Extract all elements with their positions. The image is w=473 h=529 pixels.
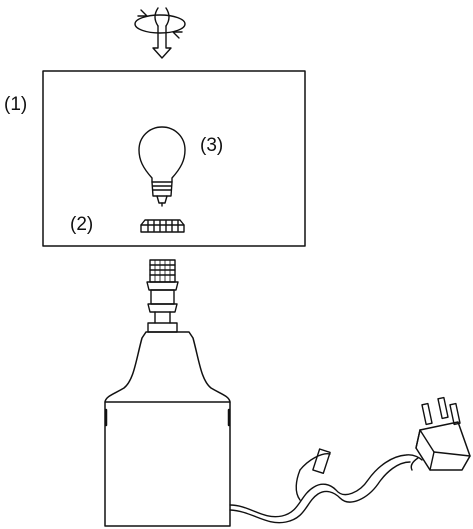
down-arrow-icon — [152, 25, 172, 59]
plug — [410, 396, 471, 471]
lamp-body — [104, 331, 231, 527]
power-cord — [229, 453, 423, 524]
cord-switch — [312, 448, 331, 475]
bulb — [138, 126, 186, 207]
lamp-socket — [146, 259, 179, 333]
label-ring: (2) — [70, 214, 94, 235]
label-bulb: (3) — [200, 135, 224, 156]
lamp-shade — [42, 70, 306, 247]
rotate-arrow-icon — [134, 7, 186, 39]
shade-ring — [140, 219, 185, 233]
label-shade: (1) — [4, 94, 28, 115]
